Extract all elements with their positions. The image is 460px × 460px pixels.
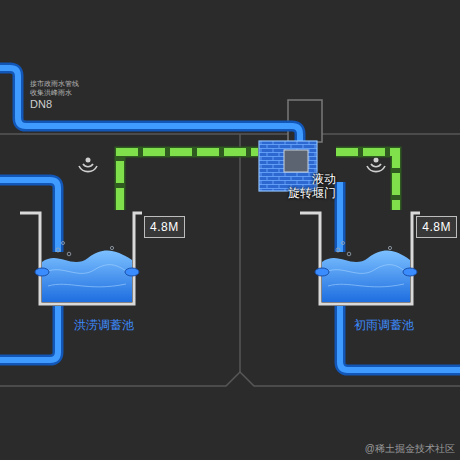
tank-label: 初雨调蓄池 — [318, 210, 414, 332]
bubble — [388, 246, 391, 249]
grid-line — [0, 134, 460, 386]
watermark: @稀土掘金技术社区 — [365, 443, 455, 455]
bubble — [62, 242, 65, 245]
gate-body — [259, 141, 317, 191]
mixer-symbol — [315, 268, 329, 276]
bubble — [67, 252, 71, 256]
mixer-symbol — [35, 268, 49, 276]
gate-label: 液动 旋转堰门 — [284, 172, 336, 200]
level-gauge: 4.8M — [144, 216, 185, 238]
tank-drawing — [38, 210, 136, 306]
tank-drawing — [318, 210, 414, 306]
pipe-size: DN8 — [30, 98, 52, 111]
mixer-symbol — [403, 268, 417, 276]
tank-wall — [20, 213, 142, 304]
level-gauge: 4.8M — [416, 216, 457, 238]
pipe-note: 接市政雨水管线 收集洪峰雨水 — [30, 79, 84, 97]
gate-box: 液动 旋转堰门 — [258, 140, 336, 202]
level-value: 4.8M — [422, 220, 451, 234]
pipe-casing — [120, 152, 258, 210]
green-pipe — [336, 152, 396, 210]
wifi-icon — [367, 158, 385, 172]
wifi-icon — [79, 158, 97, 172]
bubble — [56, 248, 60, 252]
mixer-symbol — [125, 268, 139, 276]
pipe-casing — [336, 152, 396, 210]
water — [322, 251, 410, 302]
bubble — [110, 246, 113, 249]
level-value: 4.8M — [150, 220, 179, 234]
bubble — [342, 242, 345, 245]
blue-pipe — [0, 68, 460, 370]
water — [42, 251, 132, 302]
water-ripple — [326, 265, 406, 287]
bubble — [336, 248, 340, 252]
tank-label: 洪涝调蓄池 — [38, 210, 136, 332]
gate-drawing — [258, 140, 318, 192]
gate-panel — [284, 150, 308, 172]
tank-wall — [300, 213, 420, 304]
storage-tank: 初雨调蓄池 — [318, 210, 414, 332]
bubble — [347, 252, 351, 256]
green-pipe — [120, 152, 258, 210]
storage-tank: 洪涝调蓄池 — [38, 210, 136, 332]
water-ripple — [46, 265, 128, 287]
